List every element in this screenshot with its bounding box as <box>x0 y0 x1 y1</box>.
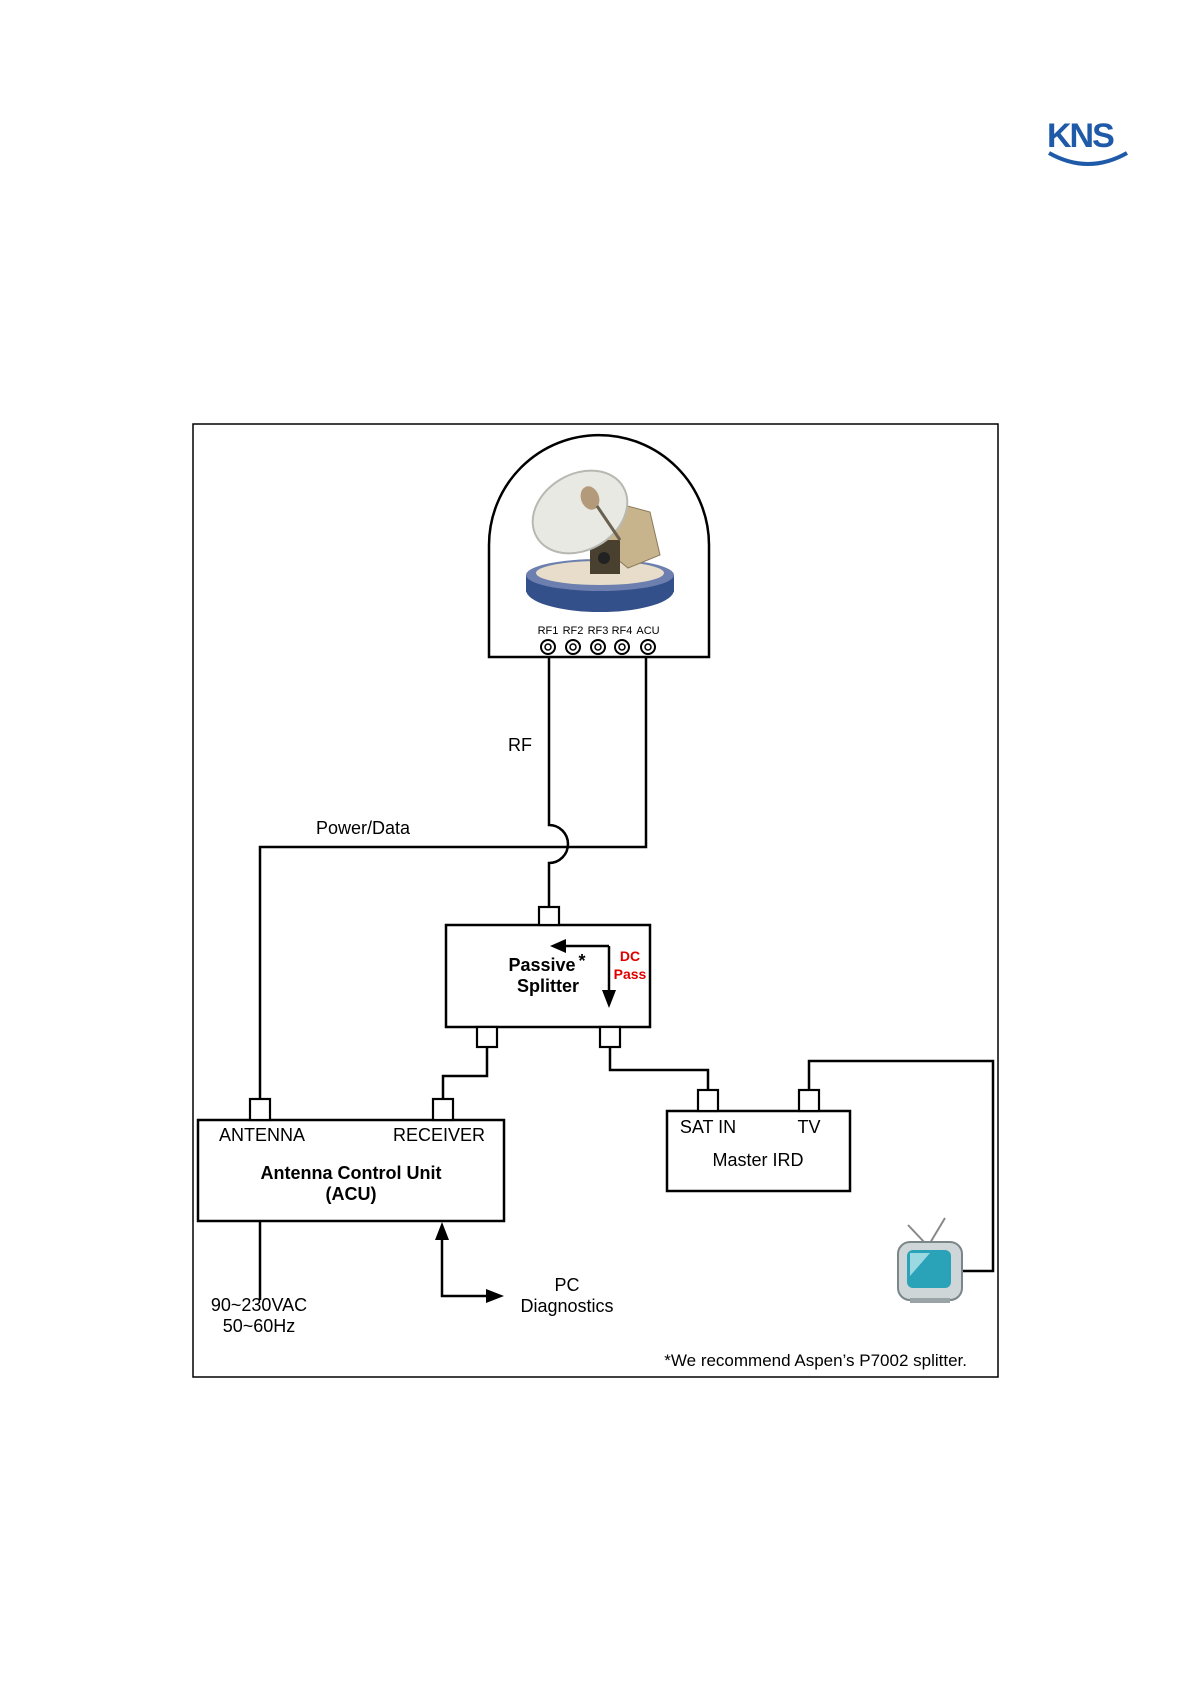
pc-diagnostics-arrow-icon <box>435 1222 504 1303</box>
acu-receiver-port <box>433 1099 453 1120</box>
splitter-output-1-port <box>477 1027 497 1047</box>
ird-tv-port <box>799 1090 819 1111</box>
splitter-input-port <box>539 907 559 925</box>
ird-sat-in-port <box>698 1090 718 1111</box>
power-data-cable <box>260 657 646 1099</box>
pc-line1: PC <box>554 1275 579 1295</box>
port-label-rf2: RF2 <box>563 625 584 637</box>
acu-antenna-label: ANTENNA <box>219 1125 305 1145</box>
acu-subtitle: (ACU) <box>326 1184 377 1204</box>
power-line1: 90~230VAC <box>211 1295 307 1315</box>
acu-receiver-label: RECEIVER <box>393 1125 485 1145</box>
splitter-output-2-port <box>600 1027 620 1047</box>
television-icon <box>898 1218 962 1303</box>
rf-cable-label: RF <box>508 735 532 755</box>
pass-label: Pass <box>614 966 647 982</box>
splitter-subtitle: Splitter <box>517 976 579 996</box>
sat-in-cable <box>610 1047 708 1090</box>
acu-title: Antenna Control Unit <box>261 1163 442 1183</box>
rf-cable <box>549 657 568 906</box>
ird-tv-label: TV <box>797 1117 820 1137</box>
port-label-rf4: RF4 <box>612 625 633 637</box>
ird-title: Master IRD <box>712 1150 803 1170</box>
footnote: *We recommend Aspen’s P7002 splitter. <box>664 1351 967 1370</box>
power-data-label: Power/Data <box>316 818 411 838</box>
power-line2: 50~60Hz <box>223 1316 296 1336</box>
receiver-cable <box>443 1047 487 1099</box>
ird-sat-in-label: SAT IN <box>680 1117 736 1137</box>
splitter-asterisk: * <box>578 951 585 971</box>
port-label-rf1: RF1 <box>538 625 559 637</box>
splitter-title: Passive <box>508 955 575 975</box>
pc-line2: Diagnostics <box>520 1296 613 1316</box>
dc-label: DC <box>620 948 640 964</box>
acu-antenna-port <box>250 1099 270 1120</box>
port-label-acu: ACU <box>636 625 659 637</box>
port-label-rf3: RF3 <box>588 625 609 637</box>
